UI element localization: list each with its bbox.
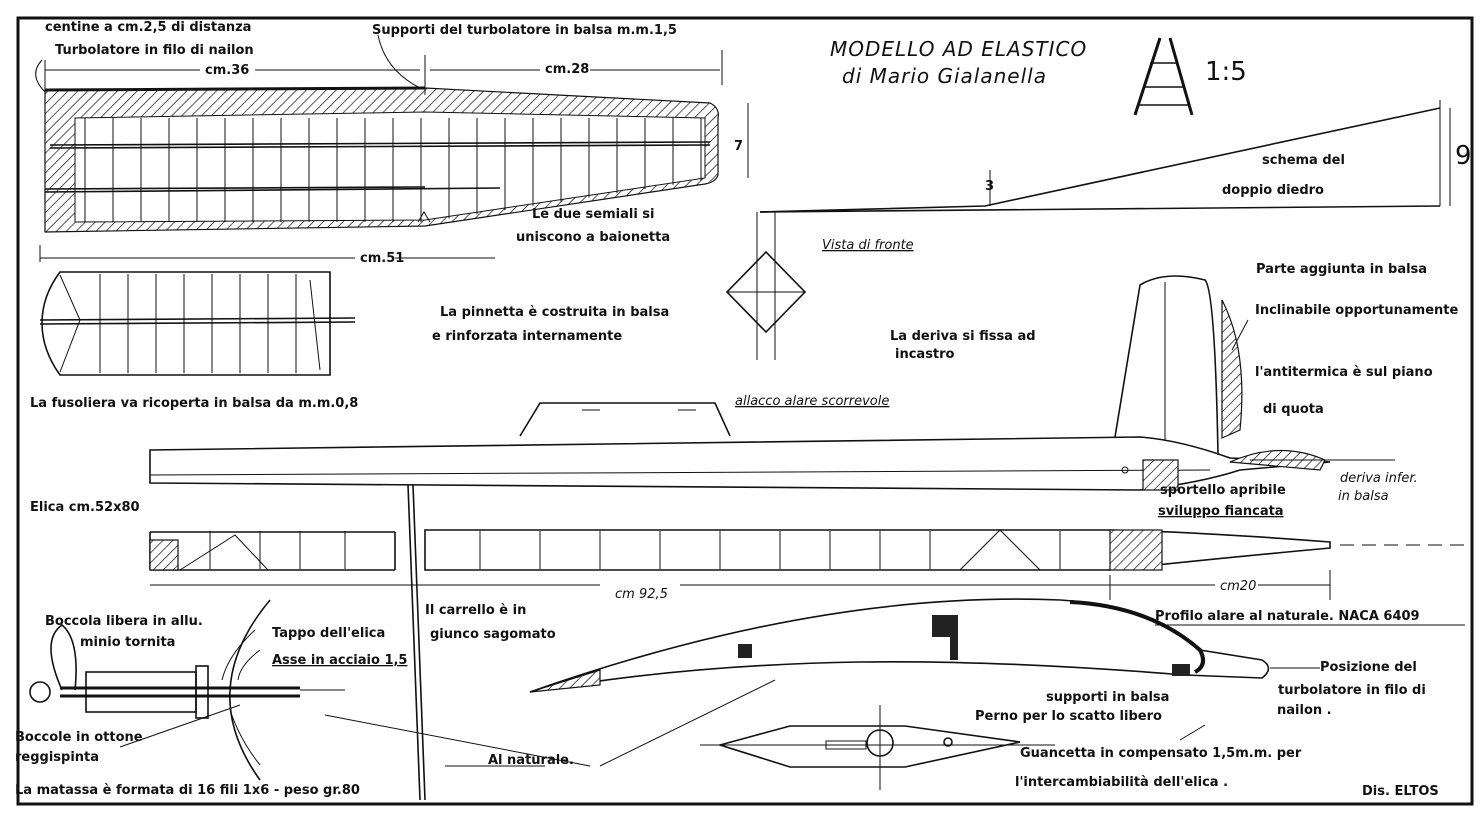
- wing-mount-label: allacco alare scorrevole: [735, 394, 889, 409]
- turb-pos-3: nailon .: [1277, 703, 1332, 718]
- dethermalizer-1: l'antitermica è sul piano: [1255, 365, 1433, 380]
- fuselage-side-view: [149, 275, 1395, 801]
- drawing-border: [16, 16, 1474, 806]
- pin-note: Perno per lo scatto libero: [975, 709, 1162, 724]
- gear-note-2: giunco sagomato: [430, 627, 556, 642]
- ribs-note: centine a cm.2,5 di distanza: [45, 20, 251, 35]
- dim-dihedral-high: 9: [1455, 141, 1472, 171]
- thrust-note-1: Boccole in ottone: [15, 730, 143, 745]
- turb-pos-2: turbolatore in filo di: [1278, 683, 1426, 698]
- dihedral-front-view: [725, 100, 1451, 360]
- signature: Dis. ELTOS: [1362, 784, 1439, 799]
- lower-fin-2: in balsa: [1338, 489, 1389, 504]
- propeller-hub-detail: [29, 599, 345, 781]
- cheek-note-1: Guancetta in compensato 1,5m.m. per: [1020, 746, 1302, 761]
- turbulator-note: Turbolatore in filo di nailon: [55, 43, 254, 58]
- propeller-size: Elica cm.52x80: [30, 500, 140, 515]
- profile-title: Profilo alare al naturale. NACA 6409: [1155, 609, 1420, 624]
- shaft-note: Asse in acciaio 1,5: [272, 653, 407, 668]
- front-view-label: Vista di fronte: [822, 238, 914, 253]
- fuselage-cover-note: La fusoliera va ricoperta in balsa da m.…: [30, 396, 358, 411]
- prop-cap-note: Tappo dell'elica: [272, 626, 385, 641]
- dim-span: cm.51: [360, 251, 404, 266]
- hatch-note-2: sviluppo fiancata: [1158, 504, 1284, 519]
- joint-note-2: uniscono a baionetta: [516, 230, 670, 245]
- dim-outer: cm.28: [545, 62, 589, 77]
- dim-dihedral-low: 3: [985, 179, 994, 194]
- hatch-note-1: sportello apribile: [1160, 483, 1286, 498]
- title-author: di Mario Gialanella: [842, 64, 1047, 88]
- leader-lines: [119, 319, 1249, 767]
- fin-note-2: e rinforzata internamente: [432, 329, 622, 344]
- scale-ladder-icon: [1133, 37, 1194, 116]
- title-scale: 1:5: [1205, 57, 1247, 87]
- wing-plan-view: [44, 86, 719, 233]
- dim-tail: cm20: [1220, 579, 1256, 594]
- lower-fin-1: deriva infer.: [1340, 471, 1418, 486]
- thrust-note-2: reggispinta: [15, 750, 99, 765]
- balsa-supports-note: supporti in balsa: [1046, 690, 1169, 705]
- joint-note-1: Le due semiali si: [532, 207, 655, 222]
- dim-inner: cm.36: [205, 63, 249, 78]
- fin-note-1: La pinnetta è costruita in balsa: [440, 305, 669, 320]
- turb-pos-1: Posizione del: [1320, 660, 1417, 675]
- fin-fix-2: incastro: [895, 347, 955, 362]
- naca-6409-airfoil: [529, 598, 1320, 693]
- fuselage-development: [149, 529, 1470, 571]
- tiltable-note: Inclinabile opportunamente: [1255, 303, 1459, 318]
- rubber-note: La matassa è formata di 16 fili 1x6 - pe…: [15, 783, 360, 798]
- cheek-note-2: l'intercambiabilità dell'elica .: [1015, 775, 1228, 790]
- gear-note-1: Il carrello è in: [425, 603, 526, 618]
- bushing-note-1: Boccola libera in allu.: [45, 614, 203, 629]
- added-part-note: Parte aggiunta in balsa: [1256, 262, 1427, 277]
- bushing-note-2: minio tornita: [80, 635, 175, 650]
- dihedral-label-1: schema del: [1262, 153, 1345, 168]
- dim-chord: 7: [734, 139, 743, 154]
- fin-fix-1: La deriva si fissa ad: [890, 329, 1036, 344]
- stabilizer-plan-view: [39, 271, 356, 376]
- dethermalizer-2: di quota: [1263, 402, 1324, 417]
- dim-length: cm 92,5: [615, 587, 668, 602]
- full-size-note: Al naturale.: [488, 753, 574, 768]
- dihedral-label-2: doppio diedro: [1222, 183, 1324, 198]
- propeller-cheek-plate: [700, 705, 1055, 790]
- supports-note: Supporti del turbolatore in balsa m.m.1,…: [372, 23, 677, 38]
- title-main: MODELLO AD ELASTICO: [830, 37, 1087, 61]
